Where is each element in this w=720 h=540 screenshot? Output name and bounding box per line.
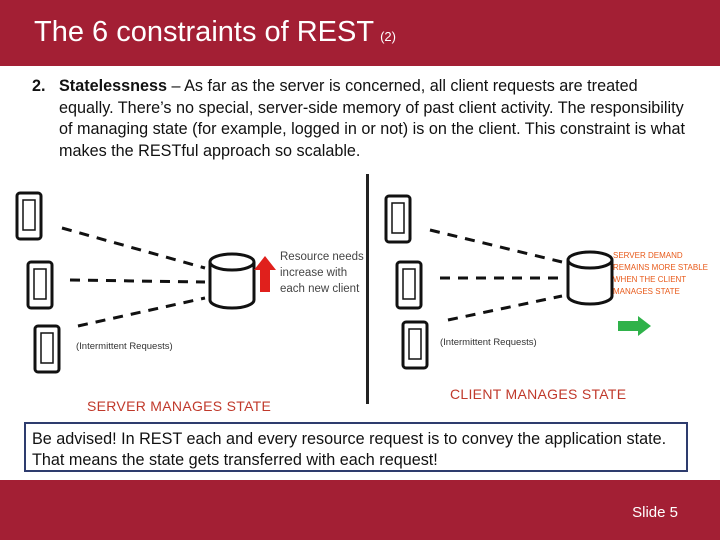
point-lead: Statelessness: [59, 77, 167, 95]
slide-title-suffix: (2): [380, 29, 396, 44]
callout-text: Be advised! In REST each and every resou…: [32, 430, 667, 469]
advisory-callout: Be advised! In REST each and every resou…: [24, 422, 688, 472]
database-icon: [566, 250, 614, 306]
point-number: 2.: [32, 77, 46, 95]
phone-icon: [26, 260, 54, 310]
phone-icon: [15, 191, 43, 241]
intermittent-requests-label-right: (Intermittent Requests): [440, 337, 537, 348]
phone-icon: [395, 260, 423, 310]
footer-bar: Slide 5: [0, 480, 720, 540]
slide-title: The 6 constraints of REST (2): [34, 16, 396, 49]
resource-note: Resource needs increase with each new cl…: [280, 251, 364, 295]
intermittent-requests-label-left: (Intermittent Requests): [76, 341, 173, 352]
slide-number: Slide 5: [632, 504, 678, 521]
point-text: – As far as the server is concerned, all…: [59, 77, 685, 160]
title-bar: The 6 constraints of REST (2): [0, 0, 720, 66]
server-manages-state-caption: SERVER MANAGES STATE: [87, 398, 272, 414]
diagram-divider: [366, 174, 369, 404]
up-arrow-icon: [254, 256, 276, 292]
right-arrow-icon: [618, 316, 651, 336]
request-lines: [61, 226, 206, 328]
request-lines: [429, 228, 563, 322]
phone-icon: [33, 324, 61, 374]
phone-icon: [384, 194, 412, 244]
database-icon: [208, 252, 256, 310]
constraint-point: 2. Statelessness – As far as the server …: [32, 76, 692, 162]
client-manages-state-caption: CLIENT MANAGES STATE: [450, 386, 627, 402]
slide-title-text: The 6 constraints of REST: [34, 16, 375, 48]
phone-icon: [401, 320, 429, 370]
point-body: Statelessness – As far as the server is …: [59, 76, 692, 162]
server-demand-note: Server demand remains more stable when t…: [613, 251, 708, 296]
